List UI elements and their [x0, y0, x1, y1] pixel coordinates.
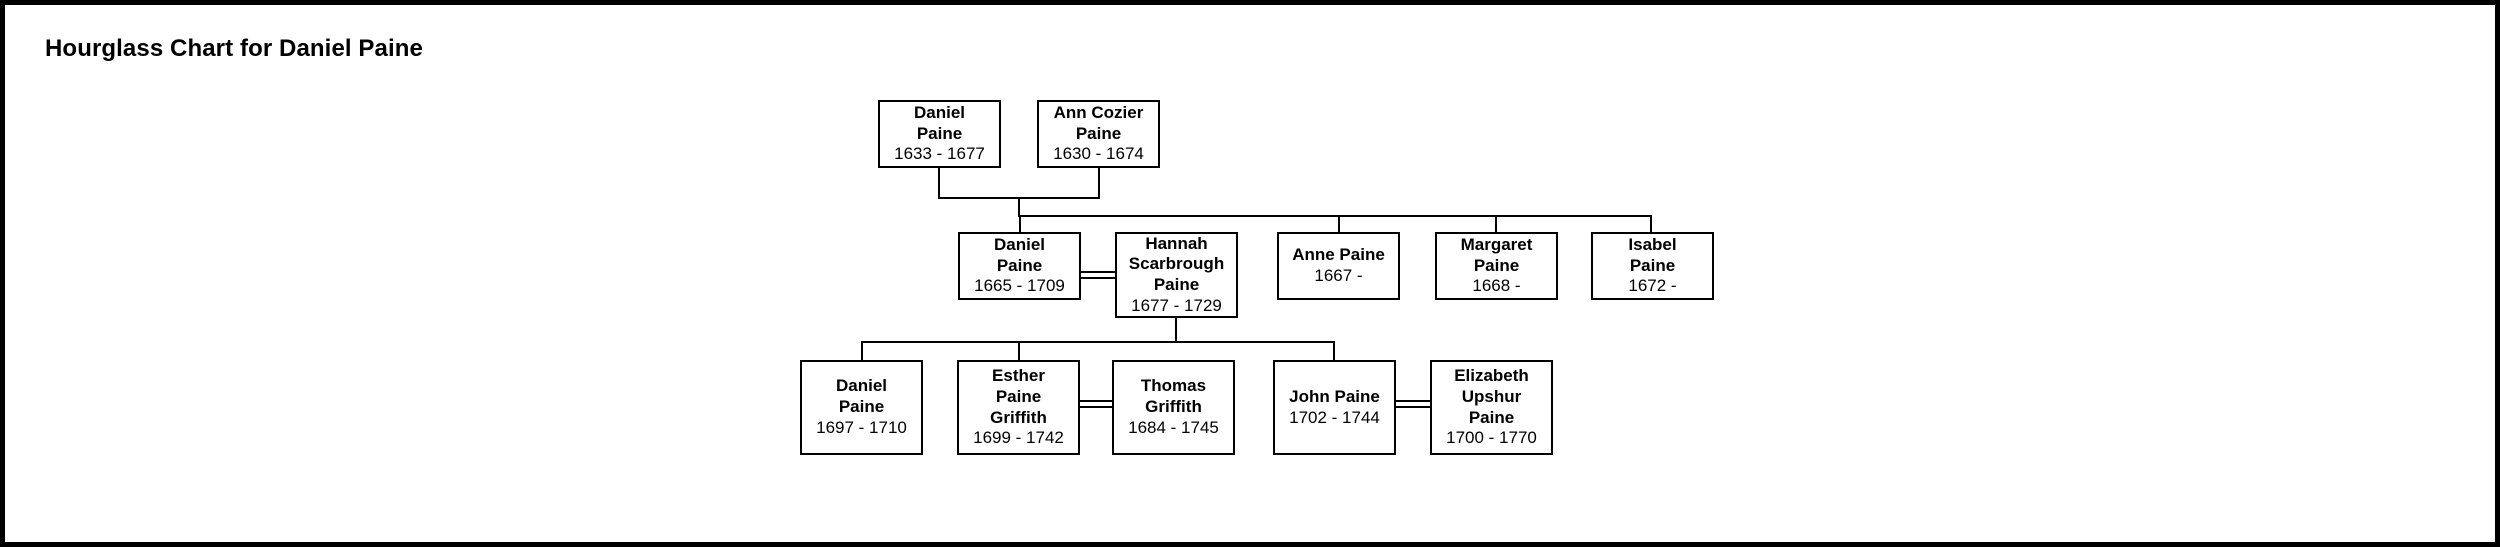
marriage-line-top-g3a	[1079, 400, 1113, 402]
person-name: Ann Cozier Paine	[1053, 102, 1144, 143]
person-dates: 1672 -	[1628, 276, 1677, 296]
marriage-line-bottom-g2	[1080, 277, 1116, 279]
person-box-g2p5[interactable]: Isabel Paine 1672 -	[1591, 232, 1714, 300]
connector-drop-g2p5	[1650, 215, 1652, 232]
person-dates: 1633 - 1677	[894, 144, 985, 164]
person-dates: 1684 - 1745	[1128, 417, 1219, 437]
person-dates: 1668 -	[1472, 276, 1521, 296]
person-box-g3p5[interactable]: Elizabeth Upshur Paine 1700 - 1770	[1430, 360, 1553, 455]
marriage-line-bottom-g3a	[1079, 406, 1113, 408]
connector-drop-g2p1	[1019, 215, 1021, 232]
connector-drop-g1p1	[938, 168, 940, 199]
person-box-g1p1[interactable]: Daniel Paine 1633 - 1677	[878, 100, 1001, 168]
person-box-g3p1[interactable]: Daniel Paine 1697 - 1710	[800, 360, 923, 455]
marriage-line-top-g3b	[1394, 400, 1431, 402]
sibling-bar-g2	[1019, 215, 1650, 217]
person-dates: 1665 - 1709	[974, 276, 1065, 296]
sibling-bar-g3	[861, 341, 1335, 343]
person-name: John Paine	[1289, 386, 1380, 406]
person-dates: 1697 - 1710	[816, 417, 907, 437]
person-dates: 1667 -	[1314, 266, 1363, 285]
person-dates: 1677 - 1729	[1131, 295, 1222, 315]
person-name: Margaret Paine	[1460, 234, 1533, 275]
person-dates: 1699 - 1742	[973, 428, 1064, 448]
person-dates: 1700 - 1770	[1446, 428, 1537, 448]
person-name: Isabel Paine	[1628, 234, 1677, 275]
page-title: Hourglass Chart for Daniel Paine	[45, 35, 423, 62]
person-box-g3p2[interactable]: Esther Paine Griffith 1699 - 1742	[957, 360, 1080, 455]
marriage-line-bottom-g3b	[1394, 406, 1431, 408]
person-box-g3p3[interactable]: Thomas Griffith 1684 - 1745	[1112, 360, 1235, 455]
person-name: Daniel Paine	[993, 234, 1046, 275]
person-name: Elizabeth Upshur Paine	[1454, 366, 1529, 427]
person-box-g2p3[interactable]: Anne Paine 1667 -	[1277, 232, 1400, 300]
person-box-g2p4[interactable]: Margaret Paine 1668 -	[1435, 232, 1558, 300]
person-name: Daniel Paine	[913, 102, 966, 143]
person-name: Hannah Scarbrough Paine	[1128, 233, 1225, 294]
person-dates: 1702 - 1744	[1289, 407, 1380, 427]
person-dates: 1630 - 1674	[1053, 144, 1144, 164]
person-name: Anne Paine	[1292, 245, 1385, 265]
connector-drop-g3p4	[1333, 341, 1335, 360]
connector-drop-g3p1	[861, 341, 863, 360]
marriage-line-top-g2	[1080, 271, 1116, 273]
person-box-g3p4[interactable]: John Paine 1702 - 1744	[1273, 360, 1396, 455]
person-box-g2p1[interactable]: Daniel Paine 1665 - 1709	[958, 232, 1081, 300]
person-name: Thomas Griffith	[1140, 376, 1207, 417]
connector-drop-g3p2	[1018, 341, 1020, 360]
connector-drop-g2p3	[1338, 215, 1340, 232]
connector-stem-g2	[1175, 318, 1177, 343]
person-name: Daniel Paine	[835, 376, 888, 417]
person-box-g1p2[interactable]: Ann Cozier Paine 1630 - 1674	[1037, 100, 1160, 168]
connector-drop-g2p4	[1495, 215, 1497, 232]
connector-drop-g1p2	[1098, 168, 1100, 199]
person-box-g2p2[interactable]: Hannah Scarbrough Paine 1677 - 1729	[1115, 232, 1238, 318]
person-name: Esther Paine Griffith	[990, 366, 1047, 427]
connector-stem-g1	[1018, 197, 1020, 217]
